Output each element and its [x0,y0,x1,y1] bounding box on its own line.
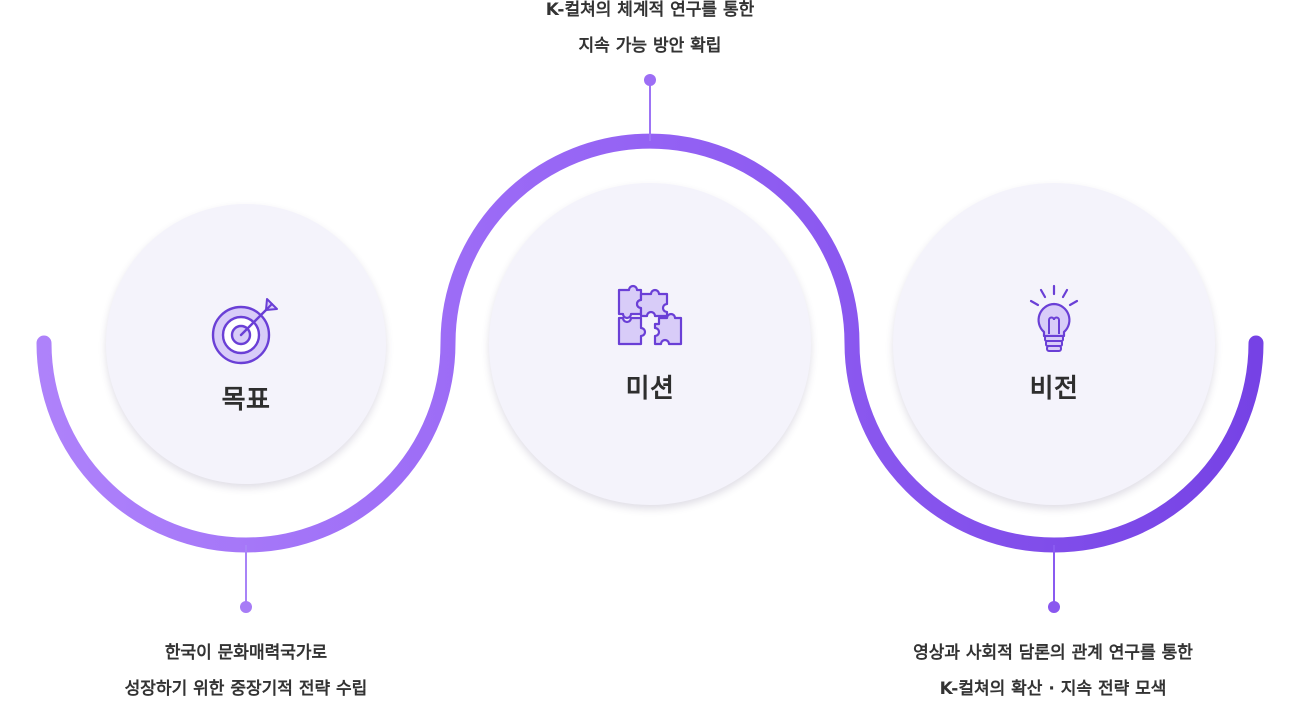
mission-description-line-2: 지속 가능 방안 확립 [578,36,722,56]
goal-connector-dot [240,601,252,613]
goal-description-line-2: 성장하기 위한 중장기적 전략 수립 [124,679,368,699]
vision-connector-dot [1048,601,1060,613]
mission-description-line-1: K-컬쳐의 체계적 연구를 통한 [545,0,755,20]
mission-title: 미션 [625,373,675,404]
vision-description-line-2: K-컬쳐의 확산 · 지속 전략 모색 [939,679,1167,699]
goal-description-line-1: 한국이 문화매력국가로 [164,643,328,663]
vision-description-line-1: 영상과 사회적 담론의 관계 연구를 통한 [913,643,1193,663]
target-icon [211,297,278,364]
vision-circle: 비전 [893,183,1215,505]
vision-description: 영상과 사회적 담론의 관계 연구를 통한 K-컬쳐의 확산 · 지속 전략 모… [853,635,1253,707]
goal-title: 목표 [221,384,271,415]
lightbulb-icon [1029,284,1079,352]
goal-circle: 목표 [106,204,386,484]
goal-description: 한국이 문화매력국가로 성장하기 위한 중장기적 전략 수립 [46,635,446,707]
mission-connector-dot [644,74,656,86]
mission-description: K-컬쳐의 체계적 연구를 통한 지속 가능 방안 확립 [450,0,850,64]
puzzle-icon [617,284,683,345]
vision-title: 비전 [1029,373,1079,404]
mission-circle: 미션 [489,183,811,505]
